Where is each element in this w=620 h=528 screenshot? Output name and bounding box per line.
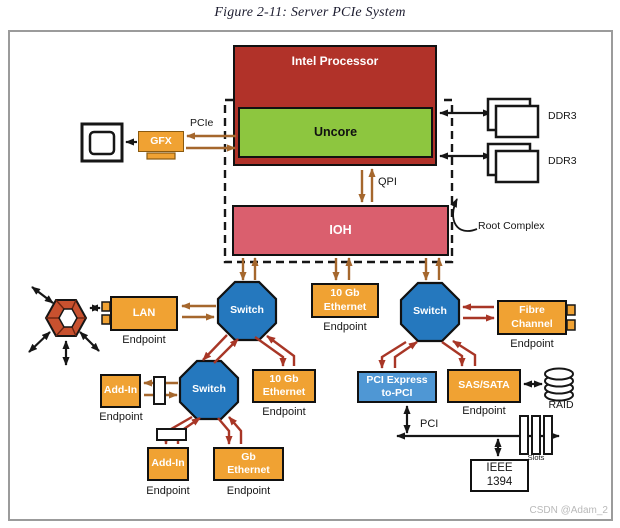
ddr3-links [439,109,492,160]
root-complex-pointer-arrow [450,198,478,232]
lan-label: LAN [132,306,156,319]
ddr3-module-icon-1 [486,97,540,139]
switch-3-octagon [399,281,461,343]
card-connector-icon-horizontal [156,428,187,441]
eth10g-top-line1: 10 Gb [330,287,360,300]
fibre-channel-endpoint-block: Fibre Channel [497,300,567,335]
ioh-block: IOH [232,205,449,256]
switch1-lan-link [181,302,216,321]
raid-label: RAID [548,399,574,411]
endpoint-label-gbeth: Endpoint [226,485,271,497]
endpoint-label-addin-bottom: Endpoint [146,485,190,497]
eth10g-mid-line2: Ethernet [262,386,306,398]
lan-card-tabs [101,301,111,325]
pci-slots-icon [519,415,553,455]
switch-2-label: Switch [192,383,226,395]
intel-processor-label: Intel Processor [291,54,379,68]
figure-title: Figure 2-11: Server PCIe System [214,5,406,20]
fibre-line1: Fibre [519,304,545,317]
endpoint-label-fibre: Endpoint [510,338,554,350]
card-connector-icon-vertical [153,376,166,405]
ddr3-label-1: DDR3 [548,110,577,122]
switch1-switch2-link [202,334,239,364]
switch1-eth10g-link [254,335,296,367]
monitor-icon [80,122,124,163]
root-complex-label: Root Complex [478,220,545,232]
root-complex-boundary [223,98,454,264]
lan-endpoint-block: LAN [110,296,178,331]
endpoint-label-addin-left: Endpoint [99,411,143,423]
gfx-block: GFX [138,131,184,152]
sas-sata-label: SAS/SATA [458,379,510,392]
ieee-line2: 1394 [486,475,513,488]
ieee-line1: IEEE [486,461,513,474]
addin-left-endpoint-block: Add-In [100,374,141,408]
endpoint-label-sas: Endpoint [462,405,506,417]
endpoint-label-eth10g-top: Endpoint [323,321,367,333]
network-hub-icon [28,286,101,366]
switch3-fibre-link [462,303,495,322]
gb-eth-line1: Gb [241,450,256,463]
gb-eth-endpoint-block: Gb Ethernet [213,447,284,481]
fibre-card-tabs [566,304,576,331]
switch-3-label: Switch [413,305,447,317]
pci-bridge-line1: PCI Express [366,373,428,386]
ieee1394-block: IEEE 1394 [470,459,529,492]
eth10g-mid-endpoint-block: 10 Gb Ethernet [252,369,316,403]
gfx-label: GFX [150,134,172,147]
ddr3-label-2: DDR3 [548,155,577,167]
slots-label: Slots [527,453,545,462]
endpoint-label-eth10g-mid: Endpoint [262,406,306,418]
uncore-block: Uncore [238,107,433,158]
gfx-card-base [146,152,176,160]
eth10g-top-endpoint-block: 10 Gb Ethernet [311,283,379,318]
endpoint-label-lan: Endpoint [122,334,166,346]
switch-1-label: Switch [230,304,264,316]
switch-2-octagon [178,359,240,421]
gb-eth-line2: Ethernet [227,464,270,476]
pcie-label: PCIe [190,117,214,129]
pcie-gfx-link [186,132,236,152]
eth10g-mid-line1: 10 Gb [269,372,299,385]
pci-bridge-line2: to-PCI [381,387,413,399]
addin-bottom-endpoint-block: Add-In [147,447,189,481]
ioh-label: IOH [329,222,352,237]
addin-bottom-label: Add-In [151,457,185,470]
ioh-downstream-links [239,257,443,281]
eth10g-top-line2: Ethernet [323,300,367,313]
addin-left-label: Add-In [103,384,138,397]
switch3-bridge-link [378,340,418,369]
sas-sata-endpoint-block: SAS/SATA [447,369,521,403]
pci-label: PCI [420,418,439,430]
ddr3-module-icon-2 [486,142,540,184]
fibre-line2: Channel [511,317,553,330]
uncore-label: Uncore [313,124,358,139]
qpi-link [358,168,376,203]
disk-stack-icon [544,367,574,402]
switch2-gbeth-link [217,416,243,445]
watermark: CSDN @Adam_2 [529,505,608,516]
pci-express-bridge-block: PCI Express to-PCI [357,371,437,403]
switch3-sas-link [441,339,477,367]
qpi-label: QPI [378,176,397,188]
